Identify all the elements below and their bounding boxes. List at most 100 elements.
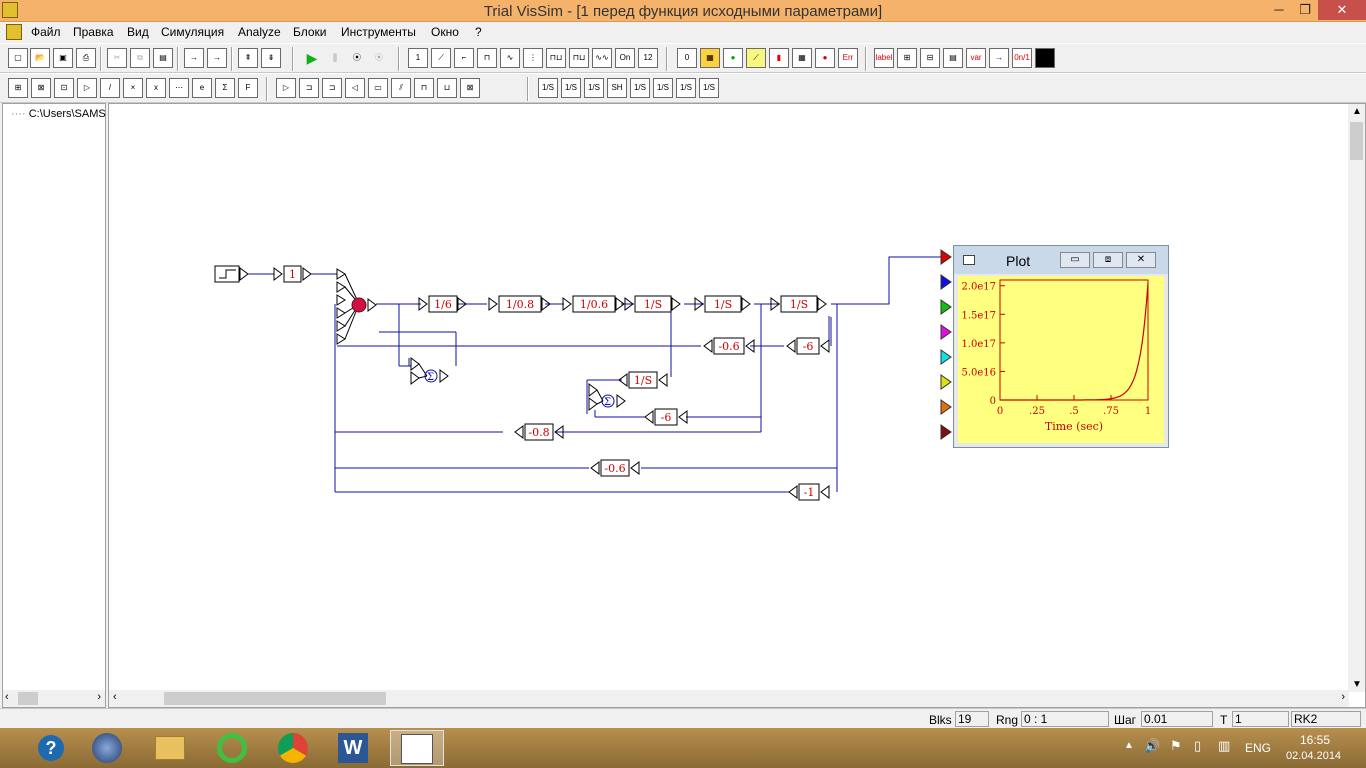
scroll-left-icon[interactable]: ‹ xyxy=(5,691,9,703)
run-icon[interactable]: ▶ xyxy=(302,48,322,68)
sine-icon[interactable]: ∿ xyxy=(500,48,520,68)
list-block-icon[interactable]: ▤ xyxy=(943,48,963,68)
sum-block-2[interactable] xyxy=(601,394,615,408)
doc-icon[interactable] xyxy=(6,24,22,40)
tree-root-node[interactable]: ···· C:\Users\SAMS xyxy=(11,108,106,120)
plot-close-button[interactable]: ✕ xyxy=(1126,252,1156,268)
flag-icon[interactable]: ⚑ xyxy=(1170,738,1182,753)
arith-block-icon[interactable]: Σ xyxy=(215,78,235,98)
variable-icon[interactable]: var xyxy=(966,48,986,68)
connector-icon[interactable]: → xyxy=(989,48,1009,68)
add-input-icon[interactable]: → xyxy=(184,48,204,68)
tree-horizontal-scrollbar[interactable]: ‹ › xyxy=(3,690,105,707)
plot-input-port[interactable] xyxy=(940,349,952,365)
network-icon[interactable]: ▥ xyxy=(1218,738,1231,753)
histogram-icon[interactable]: ▮ xyxy=(769,48,789,68)
plot-minimize-button[interactable]: ▭ xyxy=(1060,252,1090,268)
copy-icon[interactable]: ⧉ xyxy=(130,48,150,68)
number-source-icon[interactable]: 12 xyxy=(638,48,658,68)
display-icon[interactable]: ▦ xyxy=(700,48,720,68)
plot-titlebar[interactable]: Plot ▭ ⧈ ✕ xyxy=(954,246,1168,274)
arith-block-icon[interactable]: ⊡ xyxy=(54,78,74,98)
move-down-icon[interactable]: ⇟ xyxy=(261,48,281,68)
plot-input-port[interactable] xyxy=(940,324,952,340)
feedback-block[interactable] xyxy=(654,408,678,426)
clock-time[interactable]: 16:55 xyxy=(1300,733,1331,747)
plot-input-port[interactable] xyxy=(940,424,952,440)
close-button[interactable]: ✕ xyxy=(1318,0,1366,20)
light-icon[interactable]: ● xyxy=(723,48,743,68)
step-icon[interactable]: ⦿ xyxy=(347,48,367,68)
const-display-icon[interactable]: 0 xyxy=(677,48,697,68)
new-icon[interactable]: ▢ xyxy=(8,48,28,68)
forward-block[interactable] xyxy=(704,295,742,313)
arith-block-icon[interactable]: × xyxy=(123,78,143,98)
pause-icon[interactable]: ‖ xyxy=(325,48,345,68)
step-source-block[interactable] xyxy=(214,265,240,283)
sinusoid-icon[interactable]: ∿∿ xyxy=(592,48,612,68)
logic-block-icon[interactable]: ⊐ xyxy=(299,78,319,98)
battery-icon[interactable]: ▯ xyxy=(1194,738,1202,753)
scroll-down-icon[interactable]: ▼ xyxy=(1352,679,1362,690)
menu-blocks[interactable]: Блоки xyxy=(293,25,327,39)
feedback-block[interactable] xyxy=(524,423,554,441)
plot-input-port[interactable] xyxy=(940,299,952,315)
logic-block-icon[interactable]: ▷ xyxy=(276,78,296,98)
logic-block-icon[interactable]: ⊓ xyxy=(414,78,434,98)
onoff-source-icon[interactable]: On xyxy=(615,48,635,68)
forward-block[interactable] xyxy=(634,295,672,313)
integrator-icon[interactable]: 1/S xyxy=(653,78,673,98)
compound-block-icon[interactable]: ⊞ xyxy=(897,48,917,68)
add-output-icon[interactable]: → xyxy=(207,48,227,68)
arith-block-icon[interactable]: x xyxy=(146,78,166,98)
integrator-icon[interactable]: 1/S xyxy=(584,78,604,98)
arith-block-icon[interactable]: e xyxy=(192,78,212,98)
open-icon[interactable]: 📂 xyxy=(30,48,50,68)
scroll-right-icon[interactable]: › xyxy=(97,691,101,703)
noise-icon[interactable]: ⋮ xyxy=(523,48,543,68)
wave-icon[interactable]: ⊓⊔ xyxy=(569,48,589,68)
scroll-left-icon[interactable]: ‹ xyxy=(113,691,117,703)
show-hidden-icons[interactable]: ▲ xyxy=(1124,740,1134,751)
maximize-button[interactable]: ❐ xyxy=(1299,2,1311,17)
logic-block-icon[interactable]: ⫽ xyxy=(391,78,411,98)
color-icon[interactable] xyxy=(1035,48,1055,68)
arith-block-icon[interactable]: ⊠ xyxy=(31,78,51,98)
square-wave-icon[interactable]: ⊓⊔ xyxy=(546,48,566,68)
matrix-icon[interactable]: ▦ xyxy=(792,48,812,68)
plot-icon[interactable]: ⟋ xyxy=(746,48,766,68)
pulse-icon[interactable]: ⊓ xyxy=(477,48,497,68)
sum-junction[interactable] xyxy=(351,297,367,313)
logic-block-icon[interactable]: ⊔ xyxy=(437,78,457,98)
scroll-right-icon[interactable]: › xyxy=(1341,691,1345,703)
menu-view[interactable]: Вид xyxy=(127,25,149,39)
menu-tools[interactable]: Инструменты xyxy=(341,25,416,39)
onoff-icon[interactable]: 0n/1 xyxy=(1012,48,1032,68)
arith-block-icon[interactable]: / xyxy=(100,78,120,98)
vissim-icon[interactable] xyxy=(390,730,444,766)
move-up-icon[interactable]: ⇞ xyxy=(238,48,258,68)
menu-edit[interactable]: Правка xyxy=(73,25,114,39)
feedback-block[interactable] xyxy=(628,371,658,389)
input-block-icon[interactable]: 1 xyxy=(408,48,428,68)
volume-icon[interactable]: 🔊 xyxy=(1144,738,1161,753)
logic-block-icon[interactable]: ◁ xyxy=(345,78,365,98)
plot-maximize-button[interactable]: ⧈ xyxy=(1093,252,1123,268)
arith-block-icon[interactable]: F xyxy=(238,78,258,98)
sample-hold-icon[interactable]: SH xyxy=(607,78,627,98)
explorer-icon[interactable] xyxy=(143,730,197,766)
integrator-icon[interactable]: 1/S xyxy=(561,78,581,98)
cut-icon[interactable]: ✂ xyxy=(107,48,127,68)
print-icon[interactable]: ⎙ xyxy=(76,48,96,68)
itunes-icon[interactable] xyxy=(80,730,134,766)
save-icon[interactable]: ▣ xyxy=(53,48,73,68)
arith-block-icon[interactable]: ⊞ xyxy=(8,78,28,98)
app-icon[interactable] xyxy=(2,2,18,18)
clock-date[interactable]: 02.04.2014 xyxy=(1286,750,1342,762)
menu-file[interactable]: Файл xyxy=(31,25,61,39)
feedback-block[interactable] xyxy=(713,337,745,355)
feedback-block[interactable] xyxy=(796,337,820,355)
scroll-up-icon[interactable]: ▲ xyxy=(1352,106,1362,117)
